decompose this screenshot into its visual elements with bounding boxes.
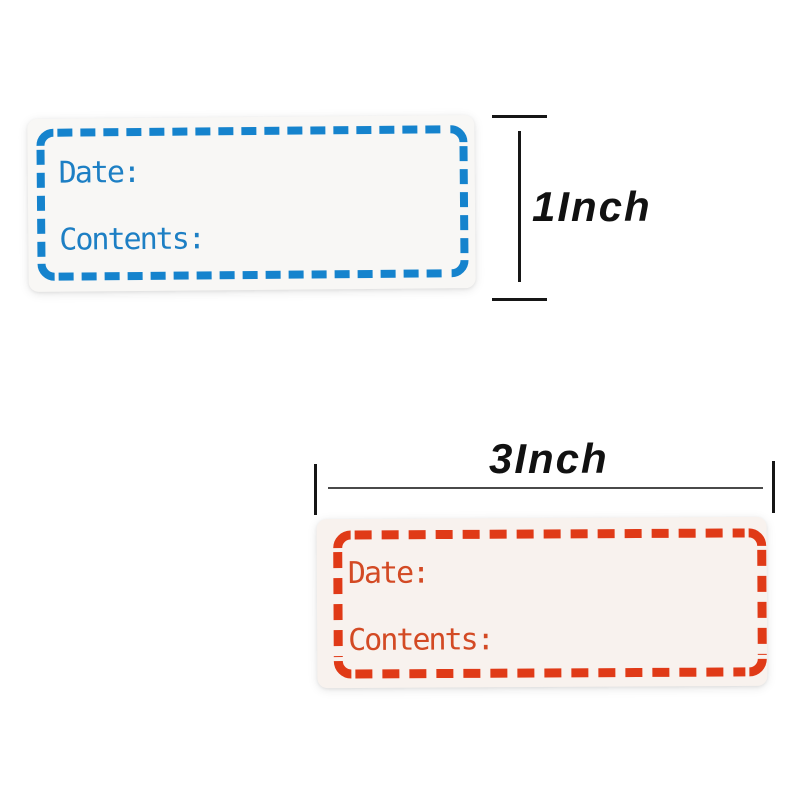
dashed-border-red-icon (333, 528, 767, 679)
label-sticker-blue: Date: Contents: (27, 115, 476, 292)
contents-field-label-blue: Contents: (59, 221, 205, 258)
date-field-label-red: Date: (347, 555, 429, 592)
height-measurement-label: 1Inch (532, 183, 652, 230)
width-measurement-label: 3Inch (489, 435, 609, 482)
dashed-border-blue-icon (36, 125, 469, 281)
measure-line-horizontal (328, 487, 763, 489)
label-sticker-red: Date: Contents: (316, 516, 768, 689)
measure-line-vertical (518, 131, 521, 282)
date-field-label-blue: Date: (58, 154, 140, 191)
contents-field-label-red: Contents: (348, 622, 493, 659)
measure-tick-top (492, 115, 547, 118)
measure-tick-right (772, 461, 775, 513)
measure-tick-left (314, 464, 317, 515)
measure-tick-bottom (492, 298, 547, 301)
